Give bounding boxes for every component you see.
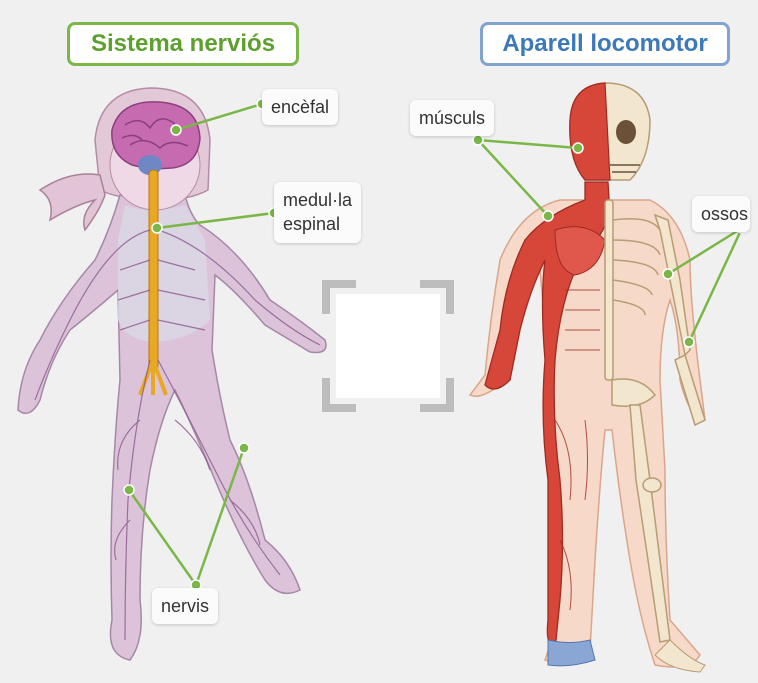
label-medulla-line1: medul·la [283, 188, 352, 212]
label-nervis: nervis [152, 588, 218, 624]
nervous-system-title: Sistema nerviós [67, 22, 299, 66]
locomotor-system-figure [470, 83, 747, 672]
label-encefal: encèfal [262, 89, 338, 125]
image-placeholder [322, 280, 454, 412]
locomotor-system-title: Aparell locomotor [480, 22, 730, 66]
label-medulla-espinal: medul·la espinal [274, 182, 361, 243]
label-musculs: músculs [410, 100, 494, 136]
label-ossos: ossos [692, 196, 750, 232]
nervous-system-figure [18, 88, 326, 660]
label-medulla-line2: espinal [283, 212, 352, 236]
